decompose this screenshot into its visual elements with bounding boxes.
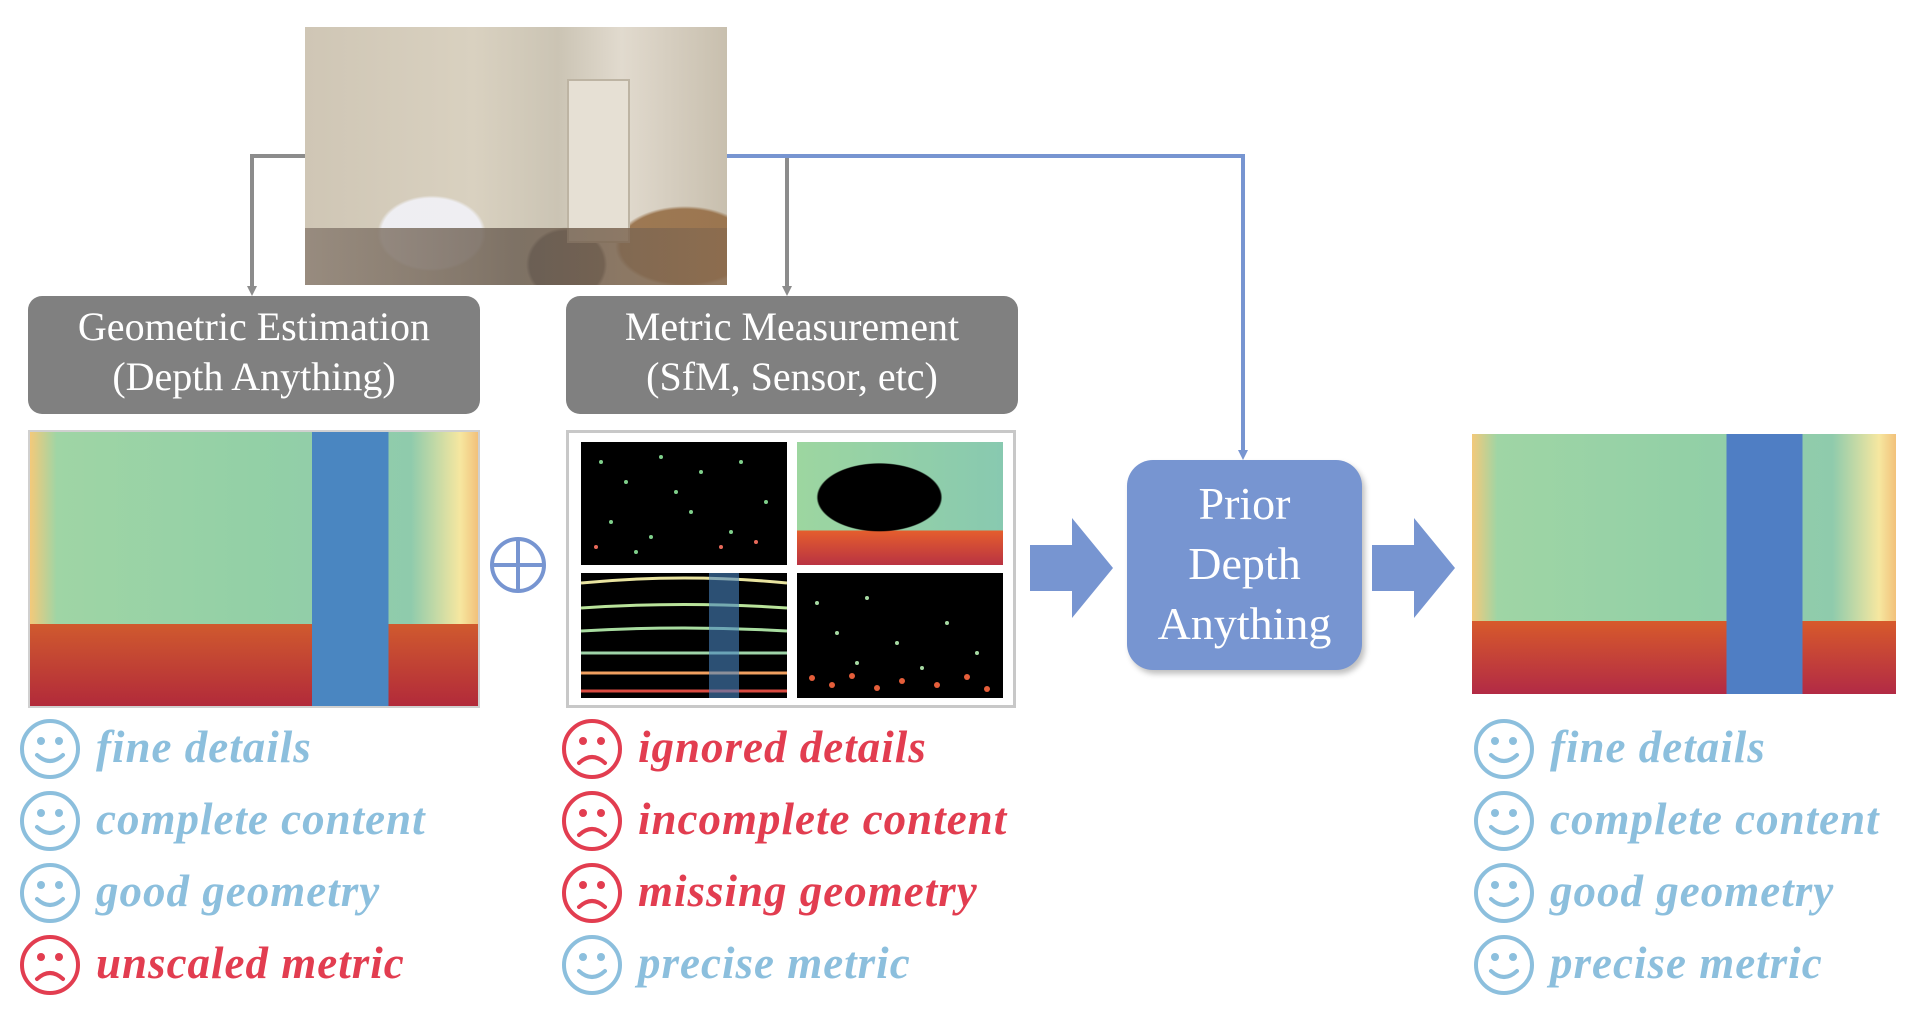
prior-line1: Prior bbox=[1198, 478, 1291, 529]
smiley-face-icon bbox=[560, 933, 624, 997]
prior-line3: Anything bbox=[1157, 598, 1332, 649]
frowny-face-icon bbox=[18, 933, 82, 997]
smiley-face-icon bbox=[1472, 861, 1536, 925]
geometric-list-item-text: unscaled metric bbox=[96, 938, 405, 988]
metric-list-item-text: missing geometry bbox=[638, 866, 978, 916]
metric-list-item-text: incomplete content bbox=[638, 794, 1008, 844]
smiley-face-icon bbox=[18, 789, 82, 853]
geometric-estimation-label: Geometric Estimation (Depth Anything) bbox=[28, 296, 480, 414]
smiley-face-icon bbox=[1472, 789, 1536, 853]
frowny-face-icon bbox=[560, 789, 624, 853]
geometric-list-item-text: fine details bbox=[96, 722, 312, 772]
input-rgb-image bbox=[305, 27, 727, 285]
sparse-metric-panels bbox=[566, 430, 1016, 708]
geometric-list-item-text: complete content bbox=[96, 794, 426, 844]
sensor-holes-panel bbox=[797, 442, 1003, 565]
output-list-item-text: fine details bbox=[1550, 722, 1766, 772]
metric-measurement-label: Metric Measurement (SfM, Sensor, etc) bbox=[566, 296, 1018, 414]
prior-depth-anything-model: Prior Depth Anything bbox=[1127, 460, 1362, 670]
output-list-item-text: complete content bbox=[1550, 794, 1880, 844]
metric-line1: Metric Measurement bbox=[624, 304, 960, 349]
metric-list-item-text: precise metric bbox=[638, 938, 911, 988]
frowny-face-icon bbox=[560, 861, 624, 925]
sfm-points-panel bbox=[581, 442, 787, 565]
output-list-item-text: precise metric bbox=[1550, 938, 1823, 988]
output-list: fine details complete content good geometr… bbox=[1472, 717, 1932, 1007]
frowny-face-icon bbox=[560, 717, 624, 781]
geometric-list-item-text: good geometry bbox=[96, 866, 381, 916]
arrow-to-metric bbox=[727, 154, 792, 296]
relative-depth-map bbox=[28, 430, 480, 708]
plus-circle-icon bbox=[490, 537, 546, 593]
geometric-list: fine details complete content good geometr… bbox=[18, 717, 498, 1007]
metric-line2: (SfM, Sensor, etc) bbox=[646, 354, 938, 399]
smiley-face-icon bbox=[18, 861, 82, 925]
smiley-face-icon bbox=[1472, 717, 1536, 781]
arrow-metric-to-prior bbox=[1030, 518, 1113, 618]
lidar-lines-panel bbox=[581, 573, 787, 698]
door bbox=[566, 78, 630, 243]
geometric-line2: (Depth Anything) bbox=[112, 354, 396, 399]
prior-line2: Depth bbox=[1188, 538, 1301, 589]
arrow-prior-to-output bbox=[1372, 518, 1455, 618]
arrow-to-geometric bbox=[247, 154, 305, 296]
floor bbox=[305, 228, 727, 285]
geometric-line1: Geometric Estimation bbox=[77, 304, 431, 349]
sparse-sensor-panel bbox=[797, 573, 1003, 698]
smiley-face-icon bbox=[18, 717, 82, 781]
output-list-item-text: good geometry bbox=[1550, 866, 1835, 916]
output-metric-depth-map bbox=[1472, 434, 1896, 694]
metric-list: ignored details incomplete content missing… bbox=[560, 717, 1040, 1007]
smiley-face-icon bbox=[1472, 933, 1536, 997]
metric-list-item-text: ignored details bbox=[638, 722, 927, 772]
